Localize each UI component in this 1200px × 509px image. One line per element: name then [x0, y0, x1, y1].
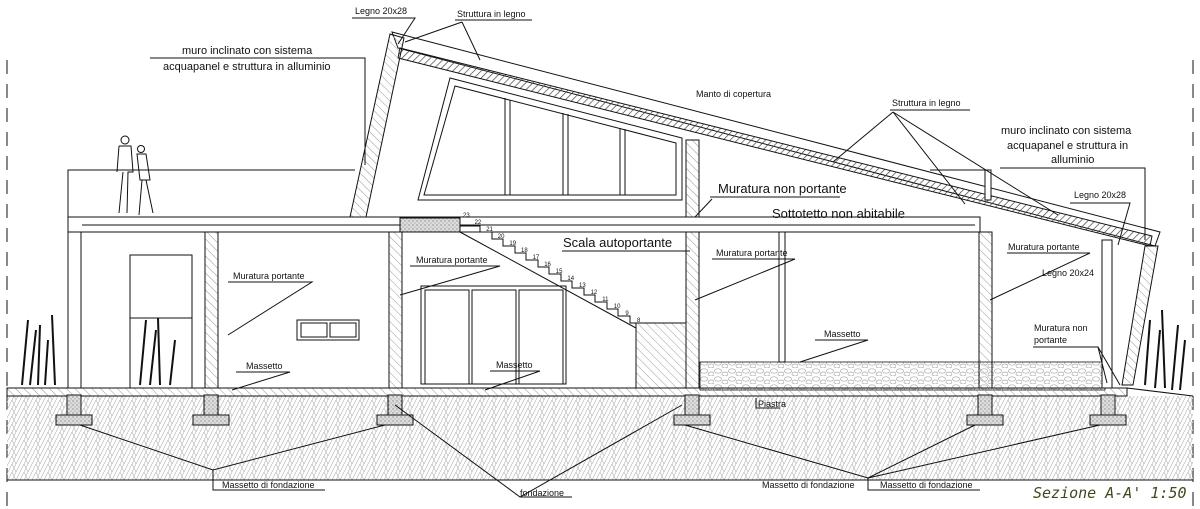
label-struttura-top: Struttura in legno [457, 9, 526, 19]
label-struttura-right: Struttura in legno [892, 98, 961, 108]
label-muratura-non-portante-small-1: Muratura non [1034, 323, 1088, 333]
stair-step-number: 11 [602, 297, 609, 303]
stair-step-number: 18 [521, 248, 528, 254]
label-muratura-portante-2: Muratura portante [416, 255, 488, 265]
stair-step-number: 12 [591, 290, 598, 296]
label-muro-left-1: muro inclinato con sistema [182, 45, 313, 57]
ground-slab [6, 387, 1128, 397]
gravel-bed [699, 361, 1106, 391]
small-window [296, 319, 360, 341]
label-muro-right-2: acquapanel e struttura in [1007, 140, 1128, 152]
label-muro-right-3: alluminio [1051, 154, 1094, 166]
stair-step-numbers: 23 22 21 20 19 18 17 16 15 14 13 12 11 10 9 8 [463, 213, 641, 324]
label-legno-right: Legno 20x28 [1074, 190, 1126, 200]
label-legno-20x24: Legno 20x24 [1042, 268, 1094, 278]
label-manto: Manto di copertura [696, 89, 771, 99]
label-legno-top: Legno 20x28 [355, 6, 407, 16]
label-fondazione: fondazione [520, 488, 564, 498]
foundations [55, 394, 1127, 426]
label-massetto-1: Massetto [246, 361, 283, 371]
label-massetto-2: Massetto [496, 360, 533, 370]
walls [67, 139, 1113, 389]
vegetation-right [1144, 309, 1186, 391]
label-muratura-portante-3: Muratura portante [716, 248, 788, 258]
upper-slab [67, 216, 981, 233]
stair-step-number: 13 [579, 283, 586, 289]
stair-step-number: 23 [463, 213, 470, 219]
label-massetto-3: Massetto [824, 329, 861, 339]
label-massetto-fondazione-3: Massetto di fondazione [880, 480, 973, 490]
glass-door [420, 285, 567, 385]
label-muratura-portante-4: Muratura portante [1008, 242, 1080, 252]
stair [459, 220, 686, 324]
label-massetto-fondazione-2: Massetto di fondazione [762, 480, 855, 490]
stair-step-number: 21 [486, 227, 493, 233]
stair-step-number: 16 [544, 262, 551, 268]
people-figures-icon [116, 135, 154, 216]
vegetation-left [21, 314, 176, 386]
stair-step-number: 10 [614, 304, 621, 310]
label-scala: Scala autoportante [563, 235, 672, 250]
label-muratura-non-portante: Muratura non portante [718, 181, 847, 196]
stair-step-number: 17 [533, 255, 540, 261]
stair-step-number: 19 [509, 241, 516, 247]
stair-step-number: 9 [625, 311, 629, 317]
leader-lines [79, 17, 1146, 498]
label-piastra: Piastra [758, 399, 786, 409]
right-inclined-wall [1121, 245, 1159, 386]
stair-step-number: 15 [556, 269, 563, 275]
stair-step-number: 14 [567, 276, 574, 282]
ground-hatch [7, 396, 1193, 480]
label-massetto-fondazione-1: Massetto di fondazione [222, 480, 315, 490]
left-inclined-wall [349, 33, 405, 218]
label-sottotetto: Sottotetto non abitabile [772, 206, 905, 221]
stair-step-number: 8 [637, 318, 641, 324]
label-muratura-portante-1: Muratura portante [233, 271, 305, 281]
label-muratura-non-portante-small-2: portante [1034, 335, 1067, 345]
label-muro-right-1: muro inclinato con sistema [1001, 125, 1132, 137]
stair-step-number: 22 [475, 220, 482, 226]
stair-step-number: 20 [498, 234, 505, 240]
label-muro-left-2: acquapanel e struttura in alluminio [163, 61, 331, 73]
drawing-title: Sezione A-A' 1:50 [1033, 484, 1187, 502]
triangular-window [417, 77, 683, 201]
